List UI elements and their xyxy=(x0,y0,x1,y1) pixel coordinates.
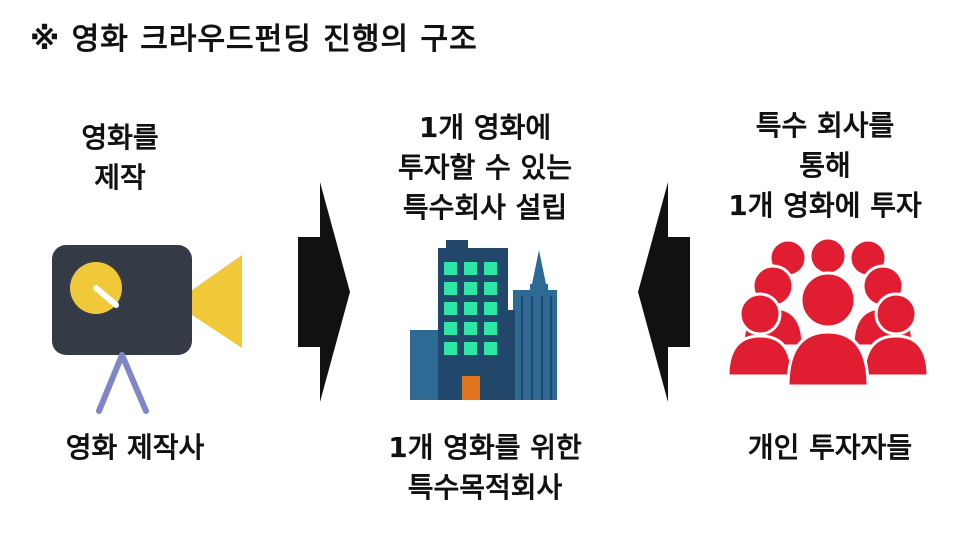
investors-label: 개인 투자자들 xyxy=(700,428,960,468)
text-line: 1개 영화를 위한 xyxy=(388,431,582,464)
text-line: 투자할 수 있는 xyxy=(397,151,573,184)
page-title: ※ 영화 크라우드펀딩 진행의 구조 xyxy=(30,22,478,57)
text-line: 1개 영화에 xyxy=(418,111,552,144)
movie-camera-icon xyxy=(52,245,242,414)
spc-label: 1개 영화를 위한 특수목적회사 xyxy=(340,428,630,508)
text-line: 통해 xyxy=(799,149,851,182)
investment-method-text: 특수 회사를 통해 1개 영화에 투자 xyxy=(690,106,960,226)
text-line: 영화를 xyxy=(81,121,159,154)
people-group-icon xyxy=(726,236,930,388)
text-line: 특수목적회사 xyxy=(407,471,563,504)
text-line: 특수 회사를 xyxy=(755,109,895,142)
text-line: 제작 xyxy=(94,161,146,194)
text-line: 1개 영화에 투자 xyxy=(728,189,922,222)
producer-label: 영화 제작사 xyxy=(0,428,270,468)
arrow-right-icon xyxy=(298,182,350,402)
producer-role-text: 영화를 제작 xyxy=(20,118,220,198)
text-line: 영화 제작사 xyxy=(65,431,205,464)
arrow-left-icon xyxy=(638,182,690,402)
text-line: 개인 투자자들 xyxy=(747,431,913,464)
text-line: 특수회사 설립 xyxy=(402,191,568,224)
spc-setup-text: 1개 영화에 투자할 수 있는 특수회사 설립 xyxy=(350,108,620,228)
office-buildings-icon xyxy=(410,240,557,400)
